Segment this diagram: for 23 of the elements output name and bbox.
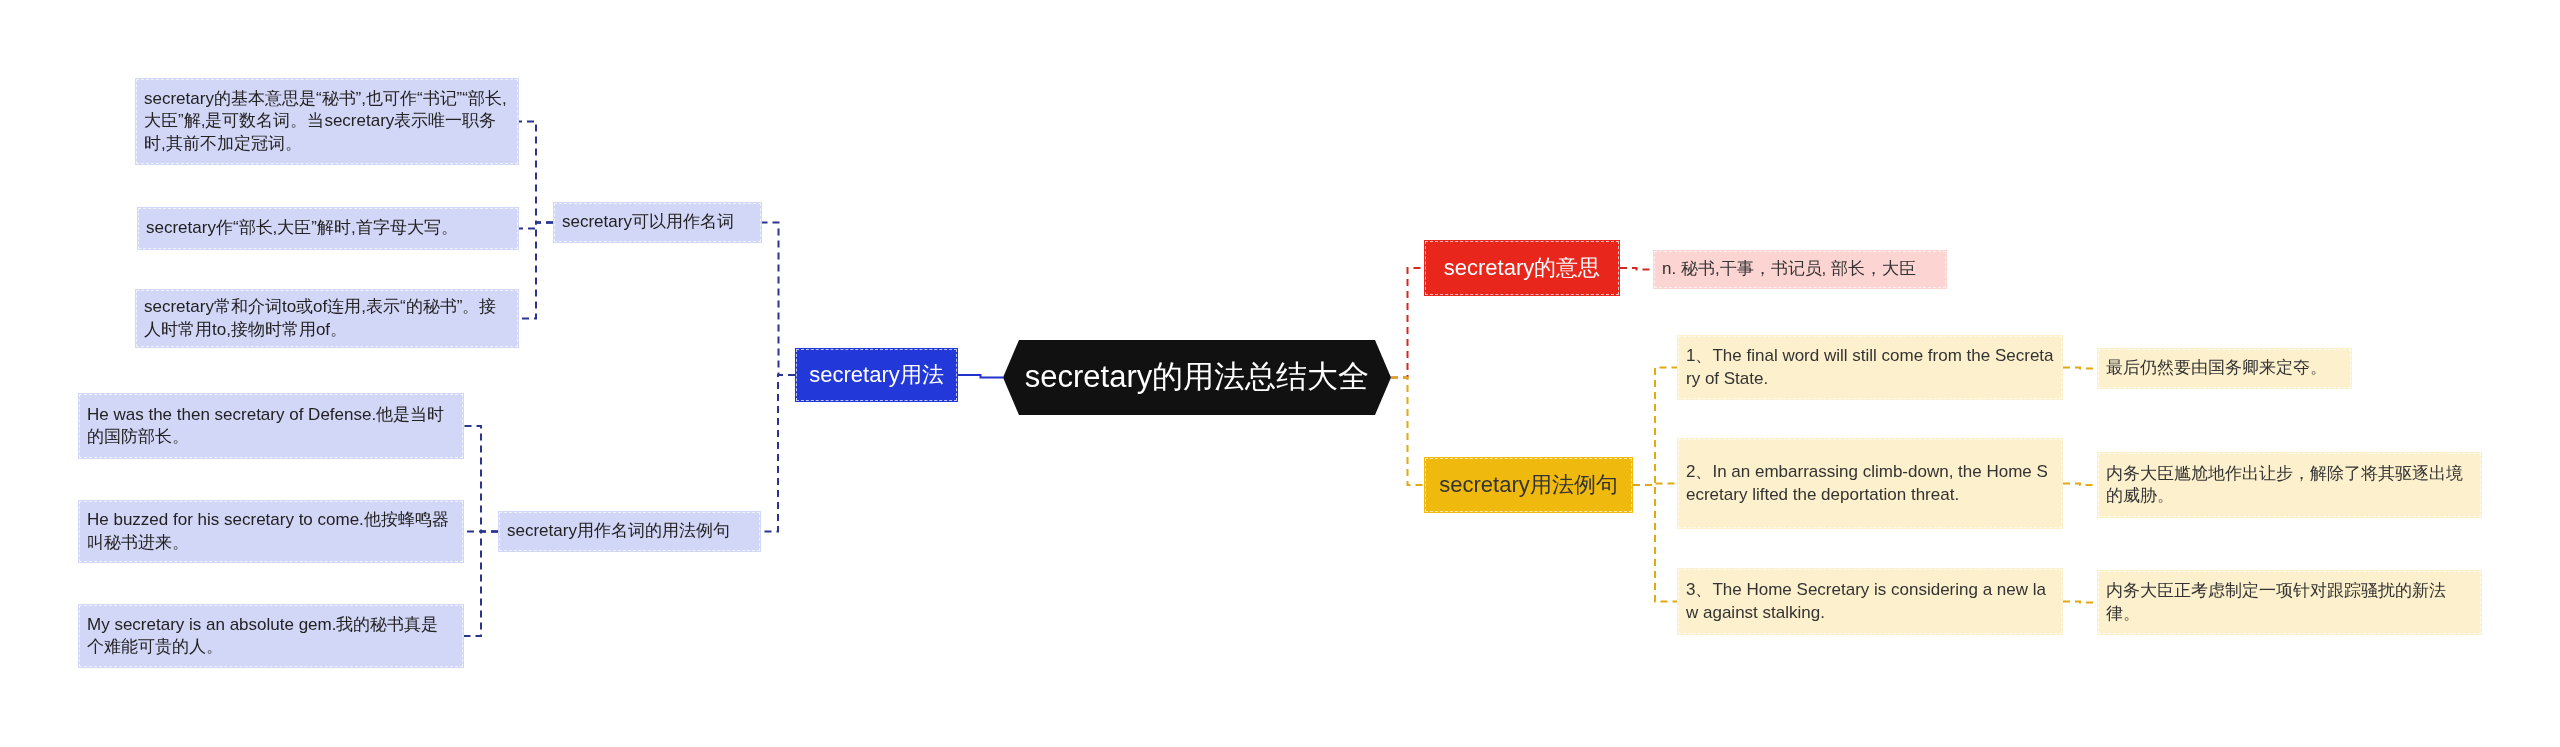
- topic-box: secretary用作名词的用法例句: [498, 511, 761, 552]
- topic-box: He buzzed for his secretary to come.他按蜂鸣器叫秘书进来。: [78, 500, 464, 563]
- topic-box: 内务大臣正考虑制定一项针对跟踪骚扰的新法律。: [2097, 570, 2482, 635]
- topic-box: 最后仍然要由国务卿来定夺。: [2097, 348, 2352, 389]
- topic-box: secretary常和介词to或of连用,表示“的秘书”。接人时常用to,接物时常用of。: [135, 289, 519, 348]
- branch-box: secretary用法: [795, 348, 958, 402]
- branch-box: secretary的意思: [1424, 240, 1620, 296]
- connector-line: [957, 374, 1004, 379]
- topic-box: secretary作“部长,大臣”解时,首字母大写。: [137, 207, 519, 250]
- topic-box: He was the then secretary of Defense.他是当时的国防部长。: [78, 393, 464, 459]
- topic-box: 3、The Home Secretary is considering a new law against stalking.: [1677, 568, 2063, 635]
- connector-line: [1632, 484, 1678, 603]
- central-topic: secretary的用法总结大全: [1003, 340, 1391, 415]
- topic-box: 1、The final word will still come from the Secretary of State.: [1677, 335, 2063, 400]
- topic-box: n. 秘书,干事，书记员, 部长，大臣: [1653, 250, 1947, 289]
- connector-line: [463, 530, 499, 637]
- topic-box: My secretary is an absolute gem.我的秘书真是个难能可贵的人。: [78, 604, 464, 668]
- topic-box: secretary的基本意思是“秘书”,也可作“书记”“部长,大臣”解,是可数名词。当secretary表示唯一职务时,其前不加定冠词。: [135, 78, 519, 165]
- topic-box: secretary可以用作名词: [553, 202, 762, 243]
- topic-box: 2、In an embarrassing climb-down, the Home Secretary lifted the deportation threat.: [1677, 438, 2063, 529]
- branch-box: secretary用法例句: [1424, 457, 1633, 513]
- topic-box: 内务大臣尴尬地作出让步，解除了将其驱逐出境的威胁。: [2097, 452, 2482, 518]
- connector-line: [1390, 376, 1425, 486]
